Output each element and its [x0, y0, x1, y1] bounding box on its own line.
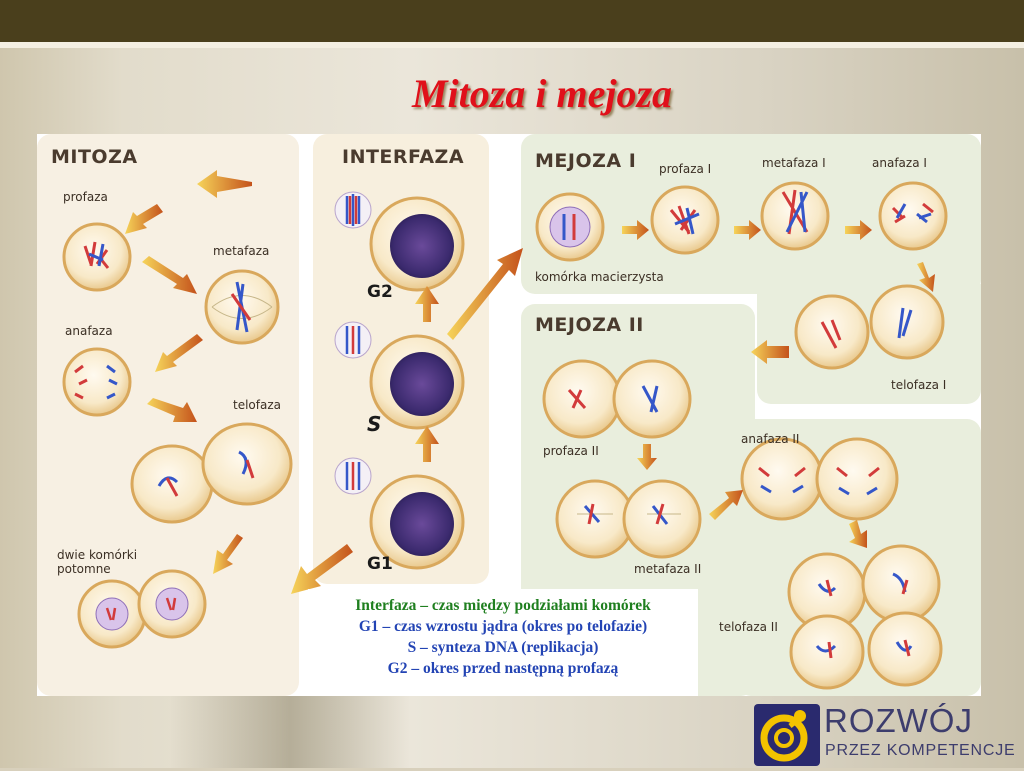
mejoza-1-stage-telofaza: telofaza I: [891, 378, 947, 392]
mejoza-2-heading: MEJOZA II: [535, 314, 644, 336]
caption-line-g2: G2 – okres przed następną profazą: [387, 660, 619, 677]
mitoza-stage-profaza: profaza: [63, 190, 108, 204]
caption-line-g1: G1 – czas wzrostu jądra (okres po telofa…: [358, 618, 648, 635]
interfaza-phase-s: S: [367, 412, 382, 436]
mitoza-heading: MITOZA: [51, 146, 138, 168]
top-bar-line: [0, 42, 1024, 48]
background-shade: [170, 690, 410, 768]
rozwoj-logo: ROZWÓJ PRZEZ KOMPETENCJE: [754, 702, 1024, 768]
mejoza-2-metafaza-cells: [555, 479, 702, 559]
interfaza-g2-cell: [334, 191, 465, 292]
mejoza-1-panel-extension: [757, 284, 981, 404]
mejoza-2-stage-telofaza: telofaza II: [719, 620, 778, 634]
mejoza-2-stage-anafaza: anafaza II: [741, 432, 800, 446]
mitoza-stage-metafaza: metafaza: [213, 244, 270, 258]
interfaza-heading: INTERFAZA: [342, 146, 465, 168]
mejoza-1-mother-cell-label: komórka macierzysta: [535, 270, 664, 284]
mitoza-daughter-cells: [77, 569, 207, 649]
logo-emblem: [754, 704, 820, 766]
interfaza-caption: Interfaza – czas między podziałami komór…: [308, 589, 698, 696]
mejoza-1-mother-cell: [535, 192, 605, 262]
mejoza-2-stage-metafaza: metafaza II: [634, 562, 702, 576]
mejoza-2-arrows: [637, 444, 867, 548]
caption-line-interfaza: Interfaza – czas między podziałami komór…: [355, 597, 651, 614]
mejoza-1-telofaza-cells: [794, 284, 945, 370]
mitoza-stage-dwie-komorki: dwie komórki: [57, 548, 138, 562]
mejoza-2-telofaza-cells: [787, 544, 943, 690]
mitoza-stage-potomne: potomne: [57, 562, 111, 576]
mitoza-stage-telofaza: telofaza: [233, 398, 281, 412]
mitoza-telofaza-cell: [130, 422, 293, 524]
caption-line-s: S – synteza DNA (replikacja): [407, 639, 599, 656]
logo-text-przez-kompetencje: PRZEZ KOMPETENCJE: [825, 742, 1016, 759]
mejoza-1-profaza-cell: [650, 185, 720, 255]
mejoza-2-anafaza-cells: [740, 437, 899, 521]
interfaza-g1-cell: [334, 457, 465, 570]
mitosis-meiosis-figure: MITOZA profaza metafaza anafaza telofaza…: [37, 134, 981, 696]
mitoza-arrows: [125, 170, 353, 594]
mitoza-stage-anafaza: anafaza: [65, 324, 113, 338]
mejoza-1-heading: MEJOZA I: [535, 150, 637, 172]
mitoza-profaza-cell: [62, 222, 132, 292]
logo-text-rozwoj: ROZWÓJ: [824, 702, 973, 739]
top-bar: [0, 0, 1024, 42]
interfaza-arrows: [415, 248, 523, 462]
mejoza-1-metafaza-cell: [760, 181, 830, 251]
mitoza-anafaza-cell: [62, 347, 132, 417]
mitoza-metafaza-cell: [204, 269, 280, 345]
mejoza-1-stage-anafaza: anafaza I: [872, 156, 927, 170]
mejoza-1-stage-metafaza: metafaza I: [762, 156, 826, 170]
slide-title: Mitoza i mejoza: [411, 71, 673, 116]
mejoza-2-profaza-cells: [542, 359, 692, 439]
mejoza-1-arrows: [622, 220, 935, 364]
mejoza-1-anafaza-cell: [878, 181, 948, 251]
interfaza-phase-g1: G1: [367, 554, 393, 574]
interfaza-s-cell: [334, 321, 465, 430]
interfaza-phase-g2: G2: [367, 282, 393, 302]
mejoza-1-stage-profaza: profaza I: [659, 162, 712, 176]
cell-illustrations: [62, 170, 948, 690]
mejoza-2-stage-profaza: profaza II: [543, 444, 599, 458]
